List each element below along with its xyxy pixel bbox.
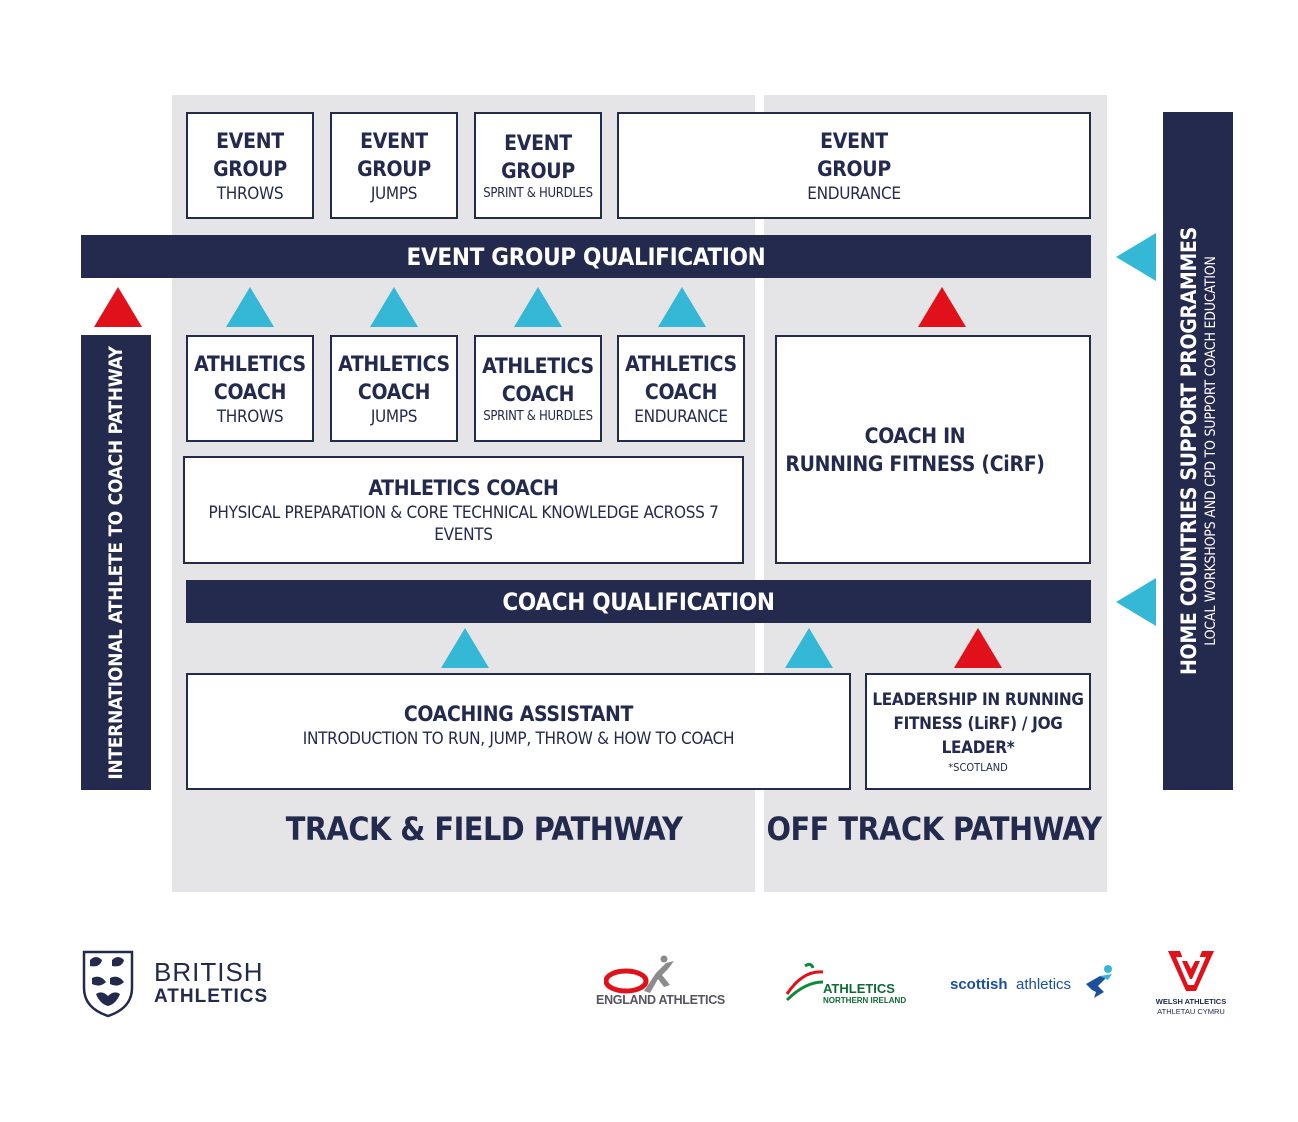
- box-sub: JUMPS: [370, 183, 418, 204]
- british-athletics-logo: BRITISH ATHLETICS: [82, 948, 292, 1020]
- box-line1: ATHLETICS: [482, 353, 594, 378]
- box-line2: COACH: [501, 381, 575, 406]
- box-sub: PHYSICAL PREPARATION & CORE TECHNICAL KN…: [208, 503, 719, 545]
- blue-arrow-left: [1116, 233, 1156, 281]
- box-line1: COACH IN: [864, 423, 966, 448]
- vertical-label: INTERNATIONAL ATHLETE TO COACH PATHWAY: [105, 345, 127, 780]
- box-sub: ENDURANCE: [807, 183, 901, 204]
- box-line1: ATHLETICS: [194, 351, 306, 376]
- blue-arrow-up: [785, 628, 833, 668]
- box-line2: RUNNING FITNESS (CiRF): [785, 451, 1045, 476]
- event-group-sprint-box: EVENT GROUP SPRINT & HURDLES: [474, 112, 602, 219]
- welsh-logo-line2: ATHLETAU CYMRU: [1157, 1007, 1225, 1016]
- off-track-pathway-label: OFF TRACK PATHWAY: [766, 810, 1102, 848]
- box-sub: SPRINT & HURDLES: [483, 185, 593, 201]
- red-arrow-up: [954, 628, 1002, 668]
- box-line1: EVENT: [504, 130, 572, 155]
- event-group-throws-box: EVENT GROUP THROWS: [186, 112, 314, 219]
- blue-arrow-up: [441, 628, 489, 668]
- vertical-subtitle: LOCAL WORKSHOPS AND CPD TO SUPPORT COACH…: [1203, 256, 1219, 646]
- vertical-title: HOME COUNTRIES SUPPORT PROGRAMMES: [1177, 227, 1201, 675]
- event-group-jumps-box: EVENT GROUP JUMPS: [330, 112, 458, 219]
- welsh-athletics-logo: WELSH ATHLETICS ATHLETAU CYMRU: [1155, 945, 1227, 1021]
- home-countries-support-bar: HOME COUNTRIES SUPPORT PROGRAMMES LOCAL …: [1163, 112, 1233, 790]
- box-line2: COACH: [644, 379, 718, 404]
- box-title: COACHING ASSISTANT: [403, 701, 634, 726]
- crest-icon: [82, 950, 134, 1018]
- box-line2: GROUP: [357, 156, 431, 181]
- scottish-runner-icon: [1086, 965, 1112, 998]
- athletics-coach-throws-box: ATHLETICS COACH THROWS: [186, 335, 314, 442]
- box-sub: SPRINT & HURDLES: [483, 408, 593, 424]
- england-runner-icon: [604, 955, 674, 994]
- box-line2: GROUP: [501, 158, 575, 183]
- box-line2: FITNESS (LiRF) / JOG: [893, 713, 1063, 734]
- box-line1: EVENT: [360, 128, 428, 153]
- coaching-assistant-box: COACHING ASSISTANT INTRODUCTION TO RUN, …: [186, 673, 851, 790]
- blue-arrow-up: [658, 287, 706, 327]
- international-athlete-pathway-bar: INTERNATIONAL ATHLETE TO COACH PATHWAY: [81, 335, 151, 790]
- leadership-running-fitness-box: LEADERSHIP IN RUNNING FITNESS (LiRF) / J…: [865, 673, 1091, 790]
- box-line2: GROUP: [213, 156, 287, 181]
- athletics-ni-logo: ATHLETICS NORTHERN IRELAND: [783, 960, 908, 1010]
- ni-swoosh-icon: [785, 962, 824, 1002]
- box-line1: ATHLETICS: [625, 351, 737, 376]
- box-sub: THROWS: [216, 183, 284, 204]
- england-logo-text: ENGLAND ATHLETICS: [596, 993, 725, 1007]
- blue-arrow-up: [226, 287, 274, 327]
- england-athletics-logo: ENGLAND ATHLETICS: [588, 955, 733, 1011]
- box-line1: ATHLETICS: [338, 351, 450, 376]
- welsh-v-icon: [1168, 951, 1214, 991]
- athletics-coach-endurance-box: ATHLETICS COACH ENDURANCE: [617, 335, 745, 442]
- box-line2: COACH: [357, 379, 431, 404]
- blue-arrow-left: [1116, 578, 1156, 626]
- box-sub: ENDURANCE: [634, 406, 728, 427]
- box-sub: JUMPS: [370, 406, 418, 427]
- event-group-qualification-bar: EVENT GROUP QUALIFICATION: [81, 235, 1091, 278]
- athletics-coach-sprint-box: ATHLETICS COACH SPRINT & HURDLES: [474, 335, 602, 442]
- blue-arrow-up: [514, 287, 562, 327]
- blue-arrow-up: [370, 287, 418, 327]
- box-line2: GROUP: [817, 156, 891, 181]
- box-line1: EVENT: [820, 128, 888, 153]
- box-line3: LEADER*: [941, 737, 1015, 758]
- british-logo-line2: ATHLETICS: [154, 986, 269, 1007]
- british-logo-line1: BRITISH: [154, 957, 264, 987]
- ni-logo-line1: ATHLETICS: [823, 981, 895, 996]
- scottish-logo-text-a: scottish: [950, 976, 1008, 993]
- vertical-label: HOME COUNTRIES SUPPORT PROGRAMMES LOCAL …: [1176, 227, 1220, 675]
- box-title: ATHLETICS COACH: [368, 476, 559, 500]
- box-sub: INTRODUCTION TO RUN, JUMP, THROW & HOW T…: [302, 728, 735, 749]
- athletics-coach-jumps-box: ATHLETICS COACH JUMPS: [330, 335, 458, 442]
- red-arrow-up: [94, 287, 142, 327]
- red-arrow-up: [918, 287, 966, 327]
- scottish-athletics-logo: scottish athletics: [950, 962, 1120, 1002]
- scottish-logo-text-b: athletics: [1016, 976, 1072, 993]
- track-field-pathway-label: TRACK & FIELD PATHWAY: [285, 810, 683, 848]
- coach-in-running-fitness-box: COACH IN RUNNING FITNESS (CiRF): [775, 335, 1091, 564]
- box-note: *SCOTLAND: [948, 760, 1008, 774]
- box-sub: THROWS: [216, 406, 284, 427]
- welsh-logo-line1: WELSH ATHLETICS: [1155, 997, 1227, 1006]
- athletics-coach-general-box: ATHLETICS COACH PHYSICAL PREPARATION & C…: [183, 456, 744, 564]
- box-line1: EVENT: [216, 128, 284, 153]
- box-line1: LEADERSHIP IN RUNNING: [872, 689, 1084, 710]
- box-line2: COACH: [213, 379, 287, 404]
- coach-qualification-bar: COACH QUALIFICATION: [186, 580, 1091, 623]
- ni-logo-line2: NORTHERN IRELAND: [823, 996, 907, 1005]
- event-group-endurance-box: EVENT GROUP ENDURANCE: [617, 112, 1091, 219]
